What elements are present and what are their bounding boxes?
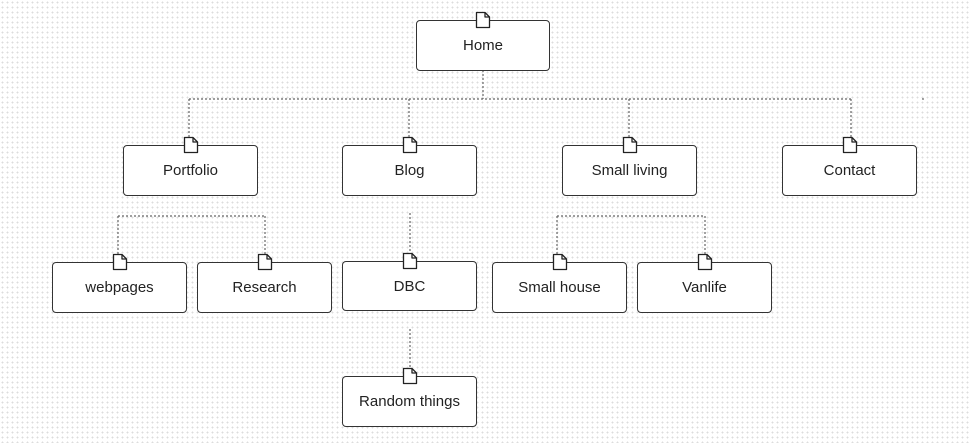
node-random-things[interactable]: Random things <box>342 367 477 427</box>
node-webpages-label: webpages <box>85 279 154 296</box>
page-icon <box>475 11 491 29</box>
node-small-house-label: Small house <box>518 279 601 296</box>
page-icon <box>622 136 637 154</box>
node-vanlife[interactable]: Vanlife <box>637 253 772 313</box>
node-small-house[interactable]: Small house <box>492 253 627 313</box>
page-icon <box>402 136 417 154</box>
node-portfolio-label: Portfolio <box>162 162 219 179</box>
node-home-label: Home <box>462 37 503 54</box>
node-blog[interactable]: Blog <box>342 136 477 196</box>
node-vanlife-label: Vanlife <box>682 279 727 296</box>
page-icon <box>697 253 712 271</box>
node-blog-label: Blog <box>394 162 425 179</box>
page-icon <box>257 253 272 271</box>
node-webpages[interactable]: webpages <box>52 253 187 313</box>
node-contact-label: Contact <box>823 162 876 179</box>
page-icon <box>842 136 857 154</box>
page-icon <box>402 367 417 385</box>
node-home[interactable]: Home <box>416 11 550 71</box>
node-research[interactable]: Research <box>197 253 332 313</box>
node-small-living-label: Small living <box>591 162 668 179</box>
page-icon <box>402 252 417 270</box>
node-dbc[interactable]: DBC <box>342 252 477 311</box>
page-icon <box>183 136 198 154</box>
node-small-living[interactable]: Small living <box>562 136 697 196</box>
node-random-things-label: Random things <box>359 393 460 410</box>
node-portfolio[interactable]: Portfolio <box>123 136 258 196</box>
ghost-guides <box>190 221 700 370</box>
node-dbc-label: DBC <box>393 277 426 295</box>
page-icon <box>552 253 567 271</box>
node-research-label: Research <box>232 279 297 296</box>
page-icon <box>112 253 127 271</box>
node-contact[interactable]: Contact <box>782 136 917 196</box>
